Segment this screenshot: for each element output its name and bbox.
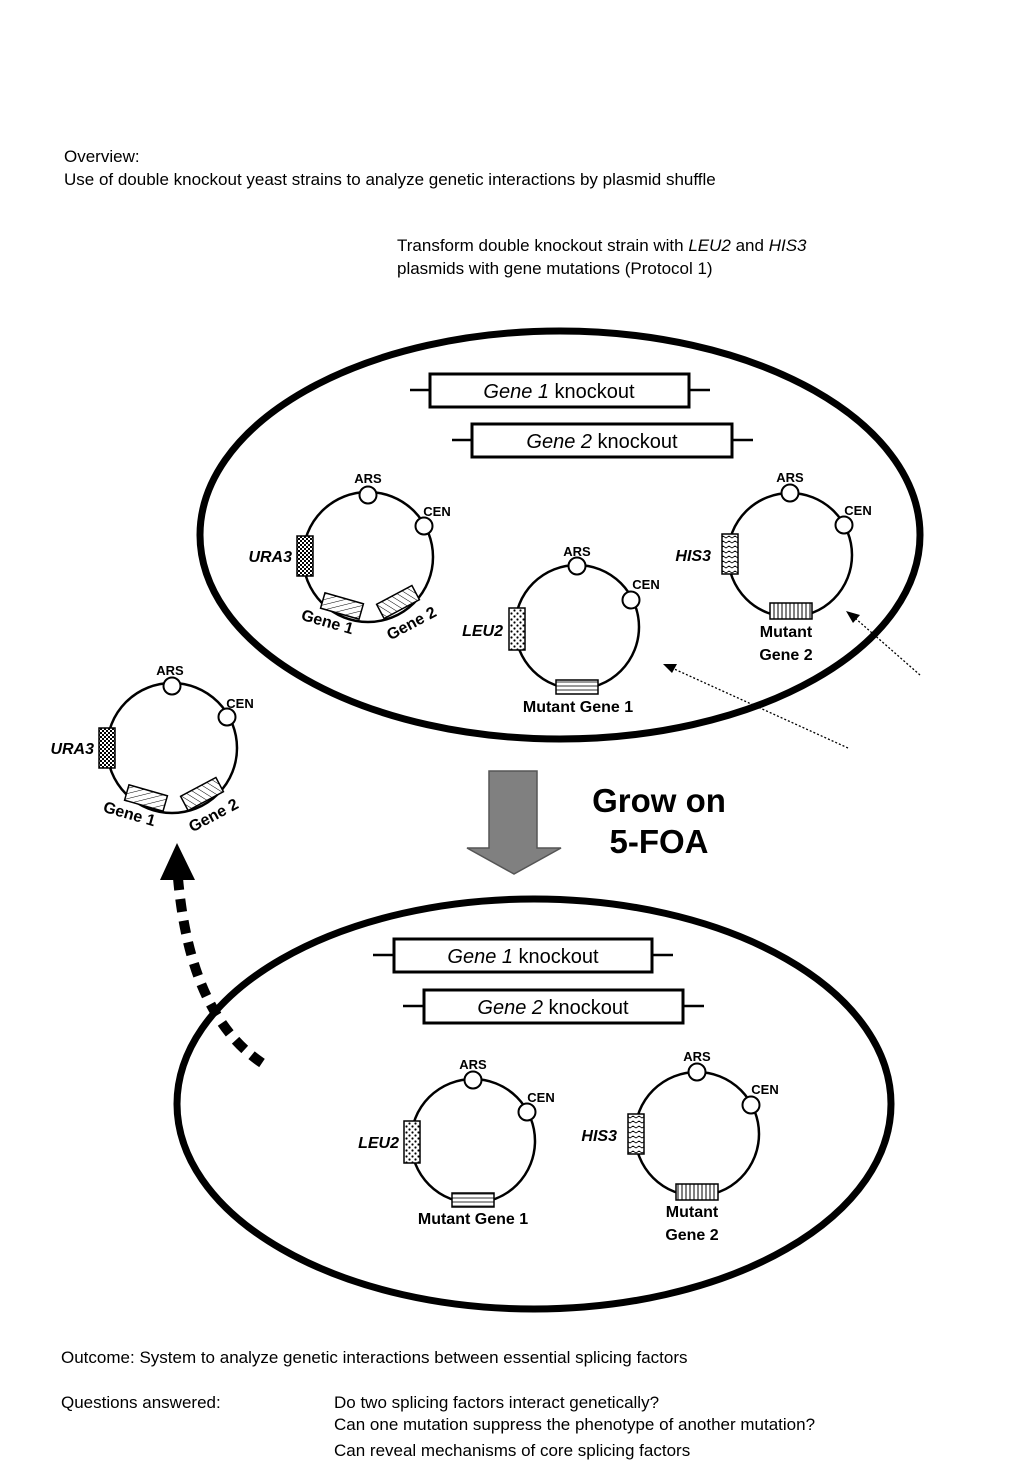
outcome-text: System to analyze genetic interactions b… xyxy=(139,1348,688,1367)
cen-marker xyxy=(517,1102,537,1122)
question-item: Do two splicing factors interact genetic… xyxy=(334,1393,660,1412)
transform-arrows xyxy=(663,611,921,749)
cen-label: CEN xyxy=(751,1082,778,1097)
svg-text:Gene 2 knockout: Gene 2 knockout xyxy=(477,997,629,1019)
ars-label: ARS xyxy=(563,544,591,559)
mutant-gene1-label: Mutant Gene 1 xyxy=(418,1211,528,1228)
top-yeast-cell xyxy=(196,327,924,743)
ura3-label: URA3 xyxy=(50,741,94,758)
gene2-box xyxy=(375,584,421,620)
ars-origin-marker xyxy=(780,483,800,503)
ejected-ura3-plasmid: ARS CEN URA3 Gene 1 Gene 2 xyxy=(50,663,253,836)
leu2-label: LEU2 xyxy=(358,1135,399,1152)
gene2-box xyxy=(179,776,225,812)
top-gene2-name: Gene 2 xyxy=(526,431,592,453)
cen-marker xyxy=(834,515,854,535)
bottom-gene2-name: Gene 2 xyxy=(477,997,543,1019)
grow-down-arrow xyxy=(466,770,562,875)
svg-text:Gene 1 knockout: Gene 1 knockout xyxy=(483,381,635,403)
his3-marker-box xyxy=(721,533,739,575)
mutant-label: Mutant xyxy=(666,1204,719,1221)
outcome-label: Outcome: xyxy=(61,1348,135,1367)
svg-text:Gene 2 knockout: Gene 2 knockout xyxy=(526,431,678,453)
bottom-gene2-knockout-word: knockout xyxy=(543,997,629,1019)
mutant-label: Mutant xyxy=(760,624,813,641)
his3-label: HIS3 xyxy=(675,548,711,565)
gene2-line-label: Gene 2 xyxy=(665,1227,718,1244)
questions-label: Questions answered: xyxy=(61,1393,221,1412)
step-label-line2: 5-FOA xyxy=(610,823,709,860)
mutant-gene2-box xyxy=(769,602,813,620)
question-item: Can reveal mechanisms of core splicing f… xyxy=(334,1441,691,1460)
cen-label: CEN xyxy=(423,504,450,519)
cen-marker xyxy=(621,590,641,610)
bottom-gene1-knockout: Gene 1 knockout xyxy=(373,937,673,974)
overview-heading: Overview: xyxy=(64,147,140,166)
mutant-gene1-box xyxy=(555,679,599,695)
question-item: Can one mutation suppress the phenotype … xyxy=(334,1415,816,1434)
gene1-box xyxy=(123,783,169,813)
transform-note-leu2: LEU2 xyxy=(688,236,731,255)
bottom-gene1-knockout-word: knockout xyxy=(513,946,599,968)
mutant-gene1-box xyxy=(451,1192,495,1208)
top-his3-plasmid: ARS CEN HIS3 Mutant Gene 2 xyxy=(675,470,871,664)
ars-origin-marker xyxy=(358,485,378,505)
ars-label: ARS xyxy=(354,471,382,486)
cen-label: CEN xyxy=(226,696,253,711)
top-gene2-knockout-word: knockout xyxy=(592,431,678,453)
mutant-gene1-label: Mutant Gene 1 xyxy=(523,699,633,716)
top-gene1-knockout-word: knockout xyxy=(549,381,635,403)
overview-subtitle: Use of double knockout yeast strains to … xyxy=(64,170,716,189)
top-ura3-plasmid: ARS CEN URA3 Gene 1 Gene 2 xyxy=(248,471,450,644)
bottom-gene2-knockout: Gene 2 knockout xyxy=(403,988,704,1025)
cen-label: CEN xyxy=(527,1090,554,1105)
ars-label: ARS xyxy=(156,663,184,678)
bottom-his3-plasmid: ARS CEN HIS3 Mutant Gene 2 xyxy=(581,1049,778,1244)
transform-note-his3: HIS3 xyxy=(768,236,807,255)
mutant-gene2-box xyxy=(675,1183,719,1201)
bottom-leu2-plasmid: ARS CEN LEU2 Mutant Gene 1 xyxy=(358,1057,555,1228)
transform-note-text: Transform double knockout strain with xyxy=(397,236,689,255)
top-leu2-plasmid: ARS CEN LEU2 Mutant Gene 1 xyxy=(462,544,660,716)
ars-origin-marker xyxy=(162,676,182,696)
step-label-line1: Grow on xyxy=(592,782,726,819)
cen-marker xyxy=(217,707,237,727)
cen-marker xyxy=(414,516,434,536)
gene2-line-label: Gene 2 xyxy=(759,647,812,664)
top-gene1-knockout: Gene 1 knockout xyxy=(410,372,710,409)
leu2-marker-box xyxy=(403,1120,421,1164)
ars-origin-marker xyxy=(463,1070,483,1090)
ars-origin-marker xyxy=(567,556,587,576)
ura3-label: URA3 xyxy=(248,549,292,566)
top-gene1-name: Gene 1 xyxy=(483,381,549,403)
transform-note-line2: plasmids with gene mutations (Protocol 1… xyxy=(397,259,713,278)
his3-label: HIS3 xyxy=(581,1128,617,1145)
ura3-marker-box xyxy=(98,727,116,769)
svg-text:Gene 1 knockout: Gene 1 knockout xyxy=(447,946,599,968)
ura3-marker-box xyxy=(296,535,314,577)
ars-origin-marker xyxy=(687,1062,707,1082)
ars-label: ARS xyxy=(459,1057,487,1072)
bottom-yeast-cell xyxy=(173,895,895,1313)
his3-marker-box xyxy=(627,1113,645,1155)
outcome-line: Outcome: System to analyze genetic inter… xyxy=(61,1347,688,1369)
transform-note-line1: Transform double knockout strain with LE… xyxy=(397,235,806,257)
cen-label: CEN xyxy=(844,503,871,518)
cen-label: CEN xyxy=(632,577,659,592)
ars-label: ARS xyxy=(776,470,804,485)
top-gene2-knockout: Gene 2 knockout xyxy=(452,422,753,459)
gene1-box xyxy=(319,591,365,621)
cen-marker xyxy=(741,1095,761,1115)
plasmid-loss-arrow xyxy=(160,843,265,1068)
ars-label: ARS xyxy=(683,1049,711,1064)
bottom-gene1-name: Gene 1 xyxy=(447,946,513,968)
leu2-marker-box xyxy=(508,607,526,651)
transform-note-and: and xyxy=(730,236,769,255)
leu2-label: LEU2 xyxy=(462,623,503,640)
